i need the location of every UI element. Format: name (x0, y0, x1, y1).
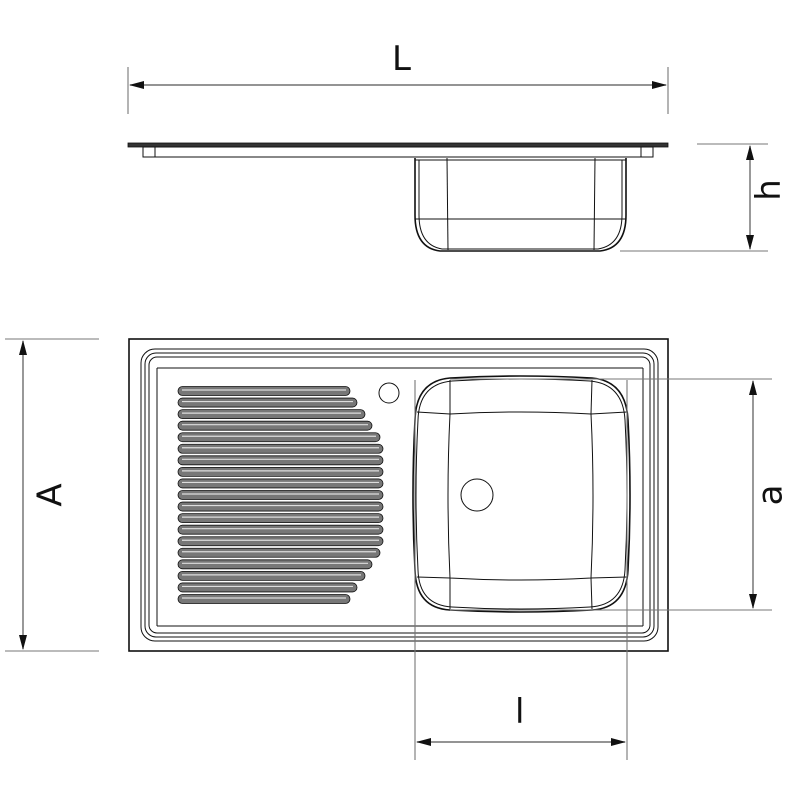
dimension-label-l: l (515, 692, 525, 732)
dimension-label-h: h (748, 179, 789, 201)
drainer-groove (177, 409, 366, 420)
drainer-grooves (177, 386, 384, 604)
dimension-l (414, 380, 628, 760)
drainer-groove (177, 478, 384, 489)
dimension-label-a: a (750, 484, 791, 506)
drainer-groove (177, 432, 381, 443)
drainer-groove (177, 547, 381, 558)
drainer-groove (177, 397, 358, 408)
dimension-L (127, 67, 669, 114)
dimension-A (5, 338, 99, 652)
drainer-groove (177, 536, 384, 547)
drainer-groove (177, 570, 366, 581)
bowl (412, 375, 631, 613)
drainer-groove (177, 455, 384, 466)
side-view (127, 142, 669, 252)
drainer-groove (177, 420, 373, 431)
drainer-groove (177, 524, 384, 535)
drainer-groove (177, 501, 384, 512)
tap-hole-icon (378, 382, 400, 404)
drainer-groove (177, 559, 373, 570)
drainer-groove (177, 490, 384, 500)
dimension-label-A: A (30, 483, 71, 507)
dimension-label-L: L (392, 39, 411, 79)
dimension-h (620, 143, 768, 252)
drainer-groove (177, 386, 351, 396)
drainer-groove (177, 582, 358, 593)
drain-hole-icon (460, 478, 494, 512)
drainer-groove (177, 466, 384, 477)
drainer-groove (177, 594, 351, 604)
drainer-groove (177, 513, 384, 524)
drainer-groove (177, 443, 384, 454)
top-view (128, 338, 669, 652)
dimension-a (450, 378, 772, 611)
